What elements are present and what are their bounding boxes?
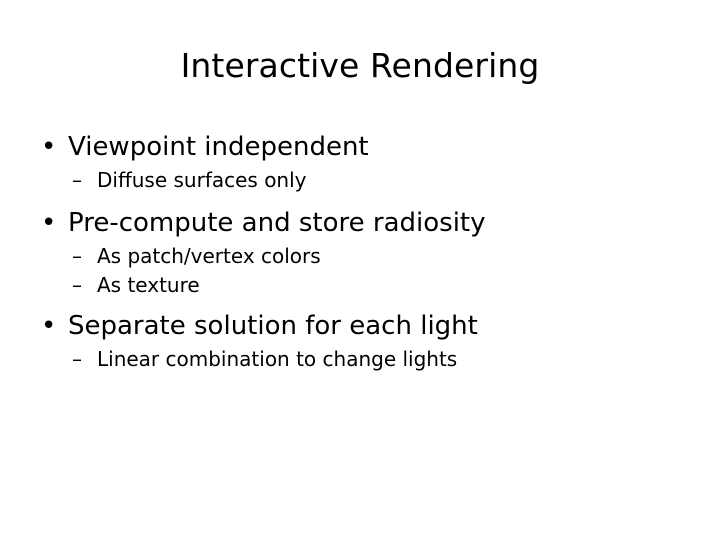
sub-list-item: – Diffuse surfaces only [0,166,720,194]
bullet-group-2: • Pre-compute and store radiosity – As p… [0,207,720,299]
sub-list-item: – As patch/vertex colors [0,242,720,270]
list-item-label: Viewpoint independent [68,132,369,162]
list-item: • Pre-compute and store radiosity [0,207,720,240]
slide-body: • Viewpoint independent – Diffuse surfac… [0,131,720,374]
sub-list-item-label: Diffuse surfaces only [97,168,307,192]
list-item: • Viewpoint independent [0,131,720,164]
dash-bullet-icon: – [72,347,82,371]
sub-list-item-label: Linear combination to change lights [97,347,458,371]
list-item: • Separate solution for each light [0,310,720,343]
sub-list-item-label: As texture [97,273,200,297]
dash-bullet-icon: – [72,168,82,192]
sub-list-item: – Linear combination to change lights [0,345,720,373]
sub-list-item: – As texture [0,271,720,299]
dash-bullet-icon: – [72,244,82,268]
bullet-dot-icon: • [41,311,57,341]
sub-list-item-label: As patch/vertex colors [97,244,321,268]
spacer [0,195,720,207]
spacer [0,300,720,310]
list-item-label: Pre-compute and store radiosity [68,208,486,238]
bullet-dot-icon: • [41,132,57,162]
dash-bullet-icon: – [72,273,82,297]
bullet-group-3: • Separate solution for each light – Lin… [0,310,720,373]
list-item-label: Separate solution for each light [68,311,478,341]
bullet-group-1: • Viewpoint independent – Diffuse surfac… [0,131,720,194]
page-title: Interactive Rendering [180,46,540,85]
bullet-dot-icon: • [41,208,57,238]
